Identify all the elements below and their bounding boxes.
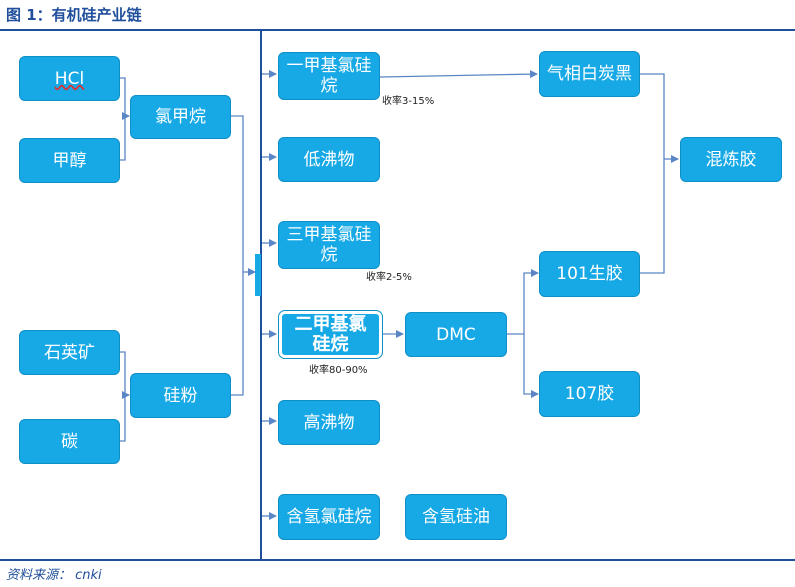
edge-methanol [120, 116, 126, 161]
node-low-boilers: 低沸物 [278, 137, 380, 182]
edge-hcl [120, 77, 126, 116]
node-107-rubber: 107胶 [539, 371, 640, 417]
node-mono-methylchlorosilane: 一甲基氯硅烷 [278, 52, 380, 100]
edge-chloromethane-out [231, 115, 244, 272]
edge-silicon-out [231, 272, 244, 396]
bottom-divider [0, 559, 795, 561]
node-quartz: 石英矿 [19, 330, 120, 375]
node-trimethylchlorosilane: 三甲基氯硅烷 [278, 221, 380, 269]
edge-carbon [120, 395, 126, 442]
yield-mono: 收率3-15% [382, 96, 435, 107]
edge-101-out [640, 159, 665, 274]
reactor-block [255, 254, 261, 296]
yield-di: 收率80-90% [309, 365, 368, 376]
node-methanol: 甲醇 [19, 138, 120, 183]
node-101-raw-rubber: 101生胶 [539, 251, 640, 297]
figure-title: 图 1：有机硅产业链 [6, 6, 142, 24]
edge-mono-fumed [379, 70, 538, 79]
node-hcl-label: HCl [54, 68, 85, 89]
node-dmc: DMC [405, 312, 507, 357]
node-high-boilers: 高沸物 [278, 400, 380, 445]
node-hcl: HCl [19, 56, 120, 101]
edge-dmc-101 [523, 269, 539, 334]
edge-fumed-out [640, 73, 665, 159]
yield-tri: 收率2-5% [366, 272, 412, 283]
node-carbon: 碳 [19, 419, 120, 464]
edge-quartz [120, 351, 126, 395]
top-divider [0, 29, 795, 31]
node-dimethyldichlorosilane: 二甲基氯硅烷 [278, 310, 383, 359]
node-compound-rubber: 混炼胶 [680, 137, 782, 182]
edge-dmc-107 [523, 334, 539, 398]
source-note: 资料来源： cnki [6, 568, 102, 583]
node-silicon-powder: 硅粉 [130, 373, 231, 418]
node-chloromethane: 氯甲烷 [130, 95, 231, 139]
node-hydrogen-chlorosilane: 含氢氯硅烷 [278, 494, 380, 540]
node-hydrogen-silicone-oil: 含氢硅油 [405, 494, 507, 540]
node-fumed-silica: 气相白炭黑 [539, 51, 640, 97]
